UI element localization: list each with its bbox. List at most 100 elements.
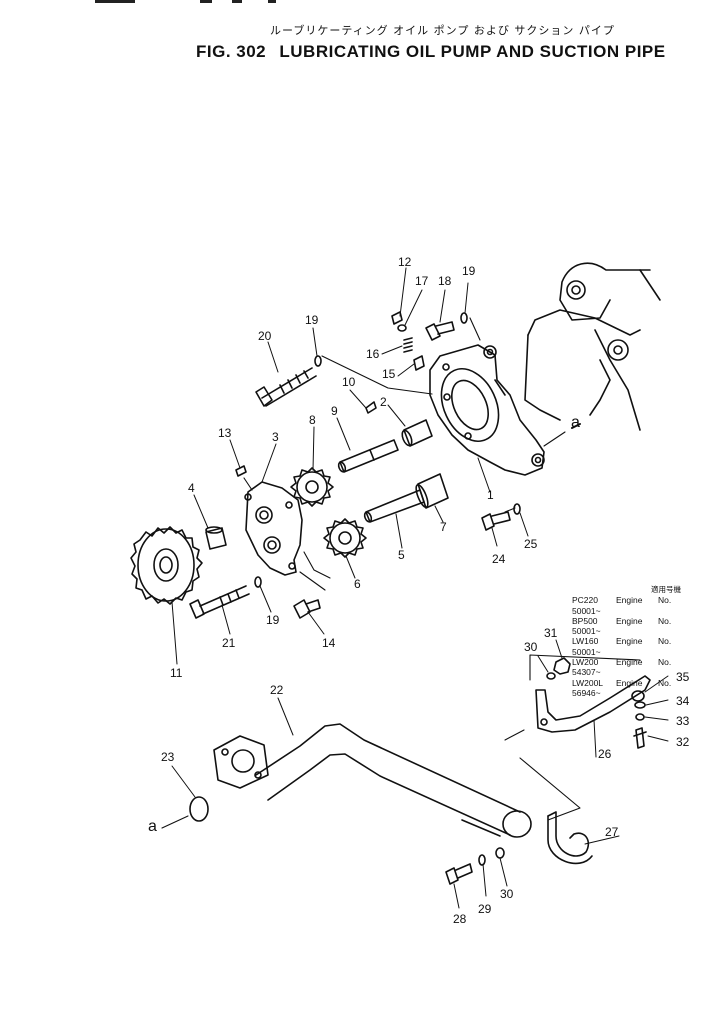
callout-19-lower: 19 [266,613,280,627]
clamp-27 [547,811,593,865]
title-japanese: ルーブリケーティング オイル ポンプ および サクション パイプ [270,24,615,37]
callout-12: 12 [398,255,412,269]
washer-35 [631,690,645,702]
callout-8: 8 [309,413,316,427]
pump-cover-plate [244,481,303,576]
assembly-lines [243,317,581,591]
callout-6: 6 [354,577,361,591]
gear-11 [130,526,203,605]
leader-bracket [529,654,641,681]
callout-33: 33 [676,714,690,728]
leader-a-lower [161,815,189,829]
callout-3: 3 [272,430,279,444]
bolt-28 [445,863,473,885]
scan-mark-3 [232,0,242,3]
bolt-24 [481,511,511,531]
leader-bracket-pipe [504,729,581,821]
callout-leaders [171,267,669,909]
callout-18: 18 [438,274,452,288]
bushing-4 [205,526,227,550]
callout-19-upper: 19 [305,313,319,327]
washer-34 [634,701,646,709]
washer-33 [635,713,645,721]
callout-11: 11 [170,666,183,680]
callout-25: 25 [524,537,538,551]
callout-29: 29 [478,902,492,916]
shaft-5 [363,489,425,523]
callout-31: 31 [544,626,558,640]
callout-30-upper: 30 [524,640,538,654]
bolt-18 [425,321,455,341]
washer-19-lower [254,576,262,588]
callout-16: 16 [366,347,380,361]
figure-caption: LUBRICATING OIL PUMP AND SUCTION PIPE [279,42,666,61]
callout-30-lower: 30 [500,887,514,901]
washer-30-lower [495,847,505,859]
applicability-header: 適用号機 [651,585,681,594]
callout-9: 9 [331,404,338,418]
scan-mark-2 [200,0,212,3]
spring-16 [403,337,413,353]
callout-15: 15 [382,367,396,381]
callout-4: 4 [188,481,195,495]
reference-a-upper: a [571,414,580,431]
figure-title: FIG. 302 LUBRICATING OIL PUMP AND SUCTIO… [196,42,674,62]
scan-mark-1 [95,0,135,3]
callout-13: 13 [218,426,232,440]
reference-a-lower: a [148,818,157,835]
washer-25 [513,503,521,515]
scan-mark-4 [268,0,276,3]
callout-32: 32 [676,735,690,749]
bracket-26 [535,675,651,733]
nut-31 [553,657,571,675]
callout-23: 23 [161,750,175,764]
callout-1: 1 [487,488,494,502]
suction-pipe-22 [213,723,532,838]
bushing-7 [415,473,449,509]
ball-15 [413,355,425,371]
pump-body [429,344,545,476]
callout-10: 10 [342,375,356,389]
washer-17 [397,324,407,332]
washer-30-upper [546,672,556,680]
key-10 [365,401,377,414]
bolt-32 [633,727,647,749]
washer-19-top [460,312,468,324]
washer-29 [478,854,486,866]
callout-20: 20 [258,329,272,343]
callout-26: 26 [598,747,612,761]
callout-17: 17 [415,274,429,288]
callout-21: 21 [222,636,236,650]
callout-34: 34 [676,694,690,708]
callout-24: 24 [492,552,506,566]
pin-13 [235,465,247,477]
callout-22: 22 [270,683,284,697]
callout-28: 28 [453,912,467,926]
bushing-2 [401,419,433,447]
callout-14: 14 [322,636,336,650]
callout-2: 2 [380,395,387,409]
shaft-9 [337,439,399,473]
plug-12 [391,311,403,325]
callout-19-top: 19 [462,264,476,278]
callout-35: 35 [676,670,690,684]
bolt-21 [189,585,250,619]
gear-6 [323,518,367,558]
gear-8 [290,467,334,507]
callout-27: 27 [605,825,619,839]
washer-19-upper [314,355,322,367]
bolt-20 [255,367,317,407]
figure-number: FIG. 302 [196,42,267,61]
engine-block [524,262,661,431]
bolt-14 [293,599,321,619]
callout-7: 7 [440,520,447,534]
callout-5: 5 [398,548,405,562]
o-ring-23 [189,796,209,822]
